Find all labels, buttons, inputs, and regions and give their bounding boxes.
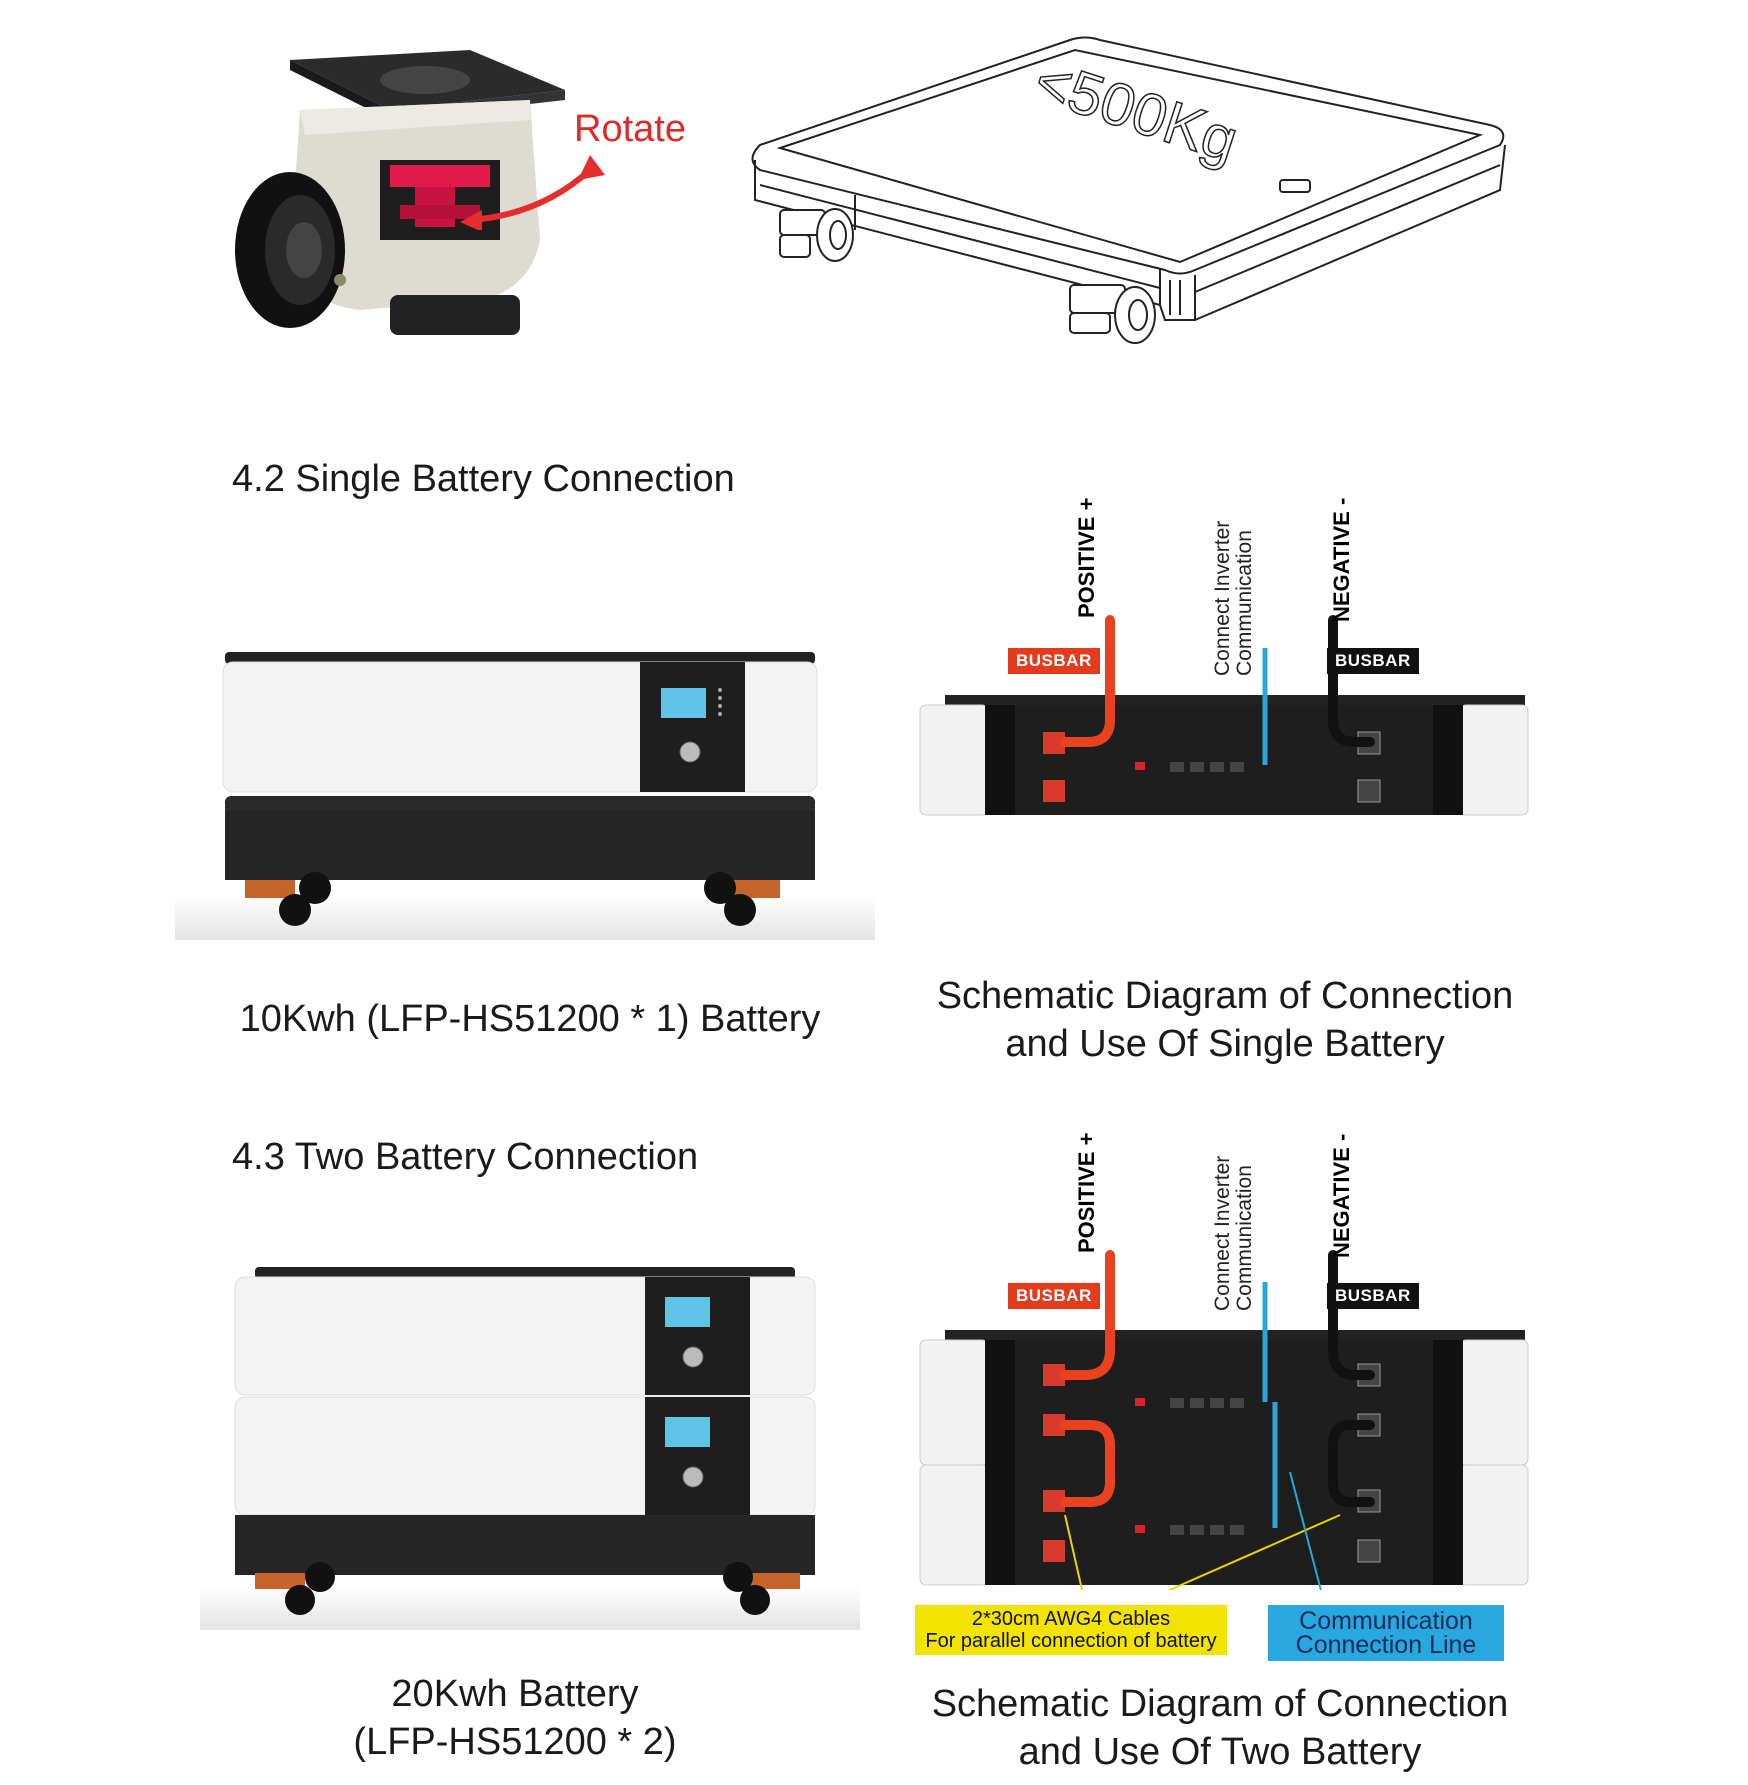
negative-label-single: NEGATIVE - — [1329, 497, 1354, 622]
communication-line-label-line1: Communication — [1299, 1607, 1473, 1635]
comm-label-single-line1: Connect Inverter — [1211, 520, 1234, 676]
busbar-tag-positive-two: BUSBAR — [1008, 1283, 1100, 1309]
two-battery-render — [200, 1255, 860, 1635]
rotate-label: Rotate — [574, 108, 686, 150]
two-schematic-caption-line2: and Use Of Two Battery — [1018, 1731, 1422, 1773]
single-schematic-caption: Schematic Diagram of Connection and Use … — [900, 972, 1550, 1068]
positive-label-two: POSITIVE + — [1074, 1132, 1099, 1253]
single-battery-render — [175, 640, 875, 940]
section-heading-two: 4.3 Two Battery Connection — [232, 1136, 699, 1178]
comm-label-two-line2: Communication — [1233, 1165, 1256, 1311]
communication-line-label-line2: Connection Line — [1295, 1631, 1477, 1659]
busbar-tag-negative-two: BUSBAR — [1327, 1283, 1419, 1309]
two-schematic-caption: Schematic Diagram of Connection and Use … — [895, 1680, 1545, 1776]
two-battery-caption: 20Kwh Battery (LFP-HS51200 * 2) — [215, 1670, 815, 1766]
caster-wheel-illustration — [230, 40, 700, 370]
comm-label-single: Connect Inverter Communication — [1211, 520, 1256, 676]
communication-line-label: Communication Connection Line — [1268, 1605, 1504, 1661]
rotate-arrow-icon — [460, 150, 610, 232]
busbar-tag-positive-single: BUSBAR — [1008, 648, 1100, 674]
comm-label-two: Connect Inverter Communication — [1211, 1155, 1256, 1311]
single-schematic — [915, 480, 1535, 840]
single-schematic-caption-line2: and Use Of Single Battery — [1005, 1023, 1445, 1065]
single-battery-caption: 10Kwh (LFP-HS51200 * 1) Battery — [239, 998, 821, 1040]
section-heading-single: 4.2 Single Battery Connection — [232, 458, 735, 500]
parallel-cables-label: 2*30cm AWG4 Cables For parallel connecti… — [915, 1605, 1227, 1655]
two-schematic — [915, 1120, 1535, 1626]
single-schematic-caption-line1: Schematic Diagram of Connection — [936, 975, 1514, 1017]
parallel-cables-label-line1: 2*30cm AWG4 Cables — [971, 1608, 1171, 1630]
base-platform-drawing: <500Kg — [740, 30, 1520, 380]
parallel-cables-label-line2: For parallel connection of battery — [925, 1630, 1217, 1652]
negative-label-two: NEGATIVE - — [1329, 1133, 1354, 1258]
two-battery-caption-line2: (LFP-HS51200 * 2) — [353, 1721, 677, 1763]
comm-label-single-line2: Communication — [1233, 530, 1256, 676]
two-battery-caption-line1: 20Kwh Battery — [391, 1673, 639, 1715]
busbar-tag-negative-single: BUSBAR — [1327, 648, 1419, 674]
comm-label-two-line1: Connect Inverter — [1211, 1155, 1234, 1311]
two-schematic-caption-line1: Schematic Diagram of Connection — [931, 1683, 1509, 1725]
positive-label-single: POSITIVE + — [1074, 497, 1099, 618]
